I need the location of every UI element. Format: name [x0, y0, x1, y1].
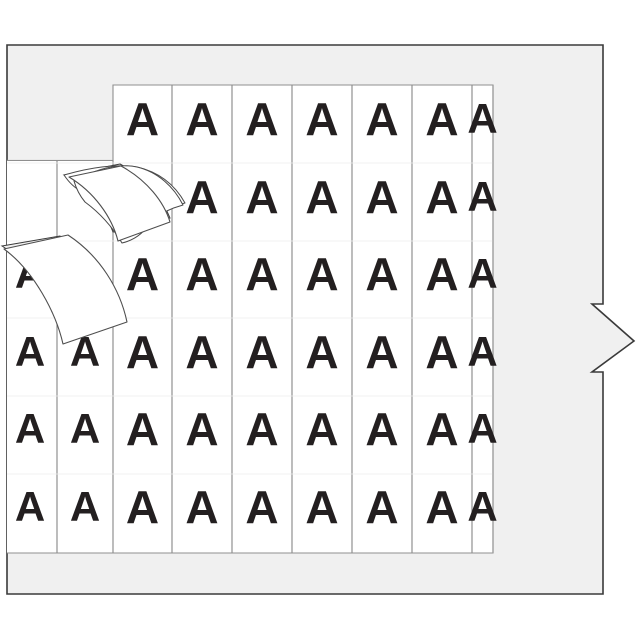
label-sheet-illustration — [6, 44, 636, 595]
